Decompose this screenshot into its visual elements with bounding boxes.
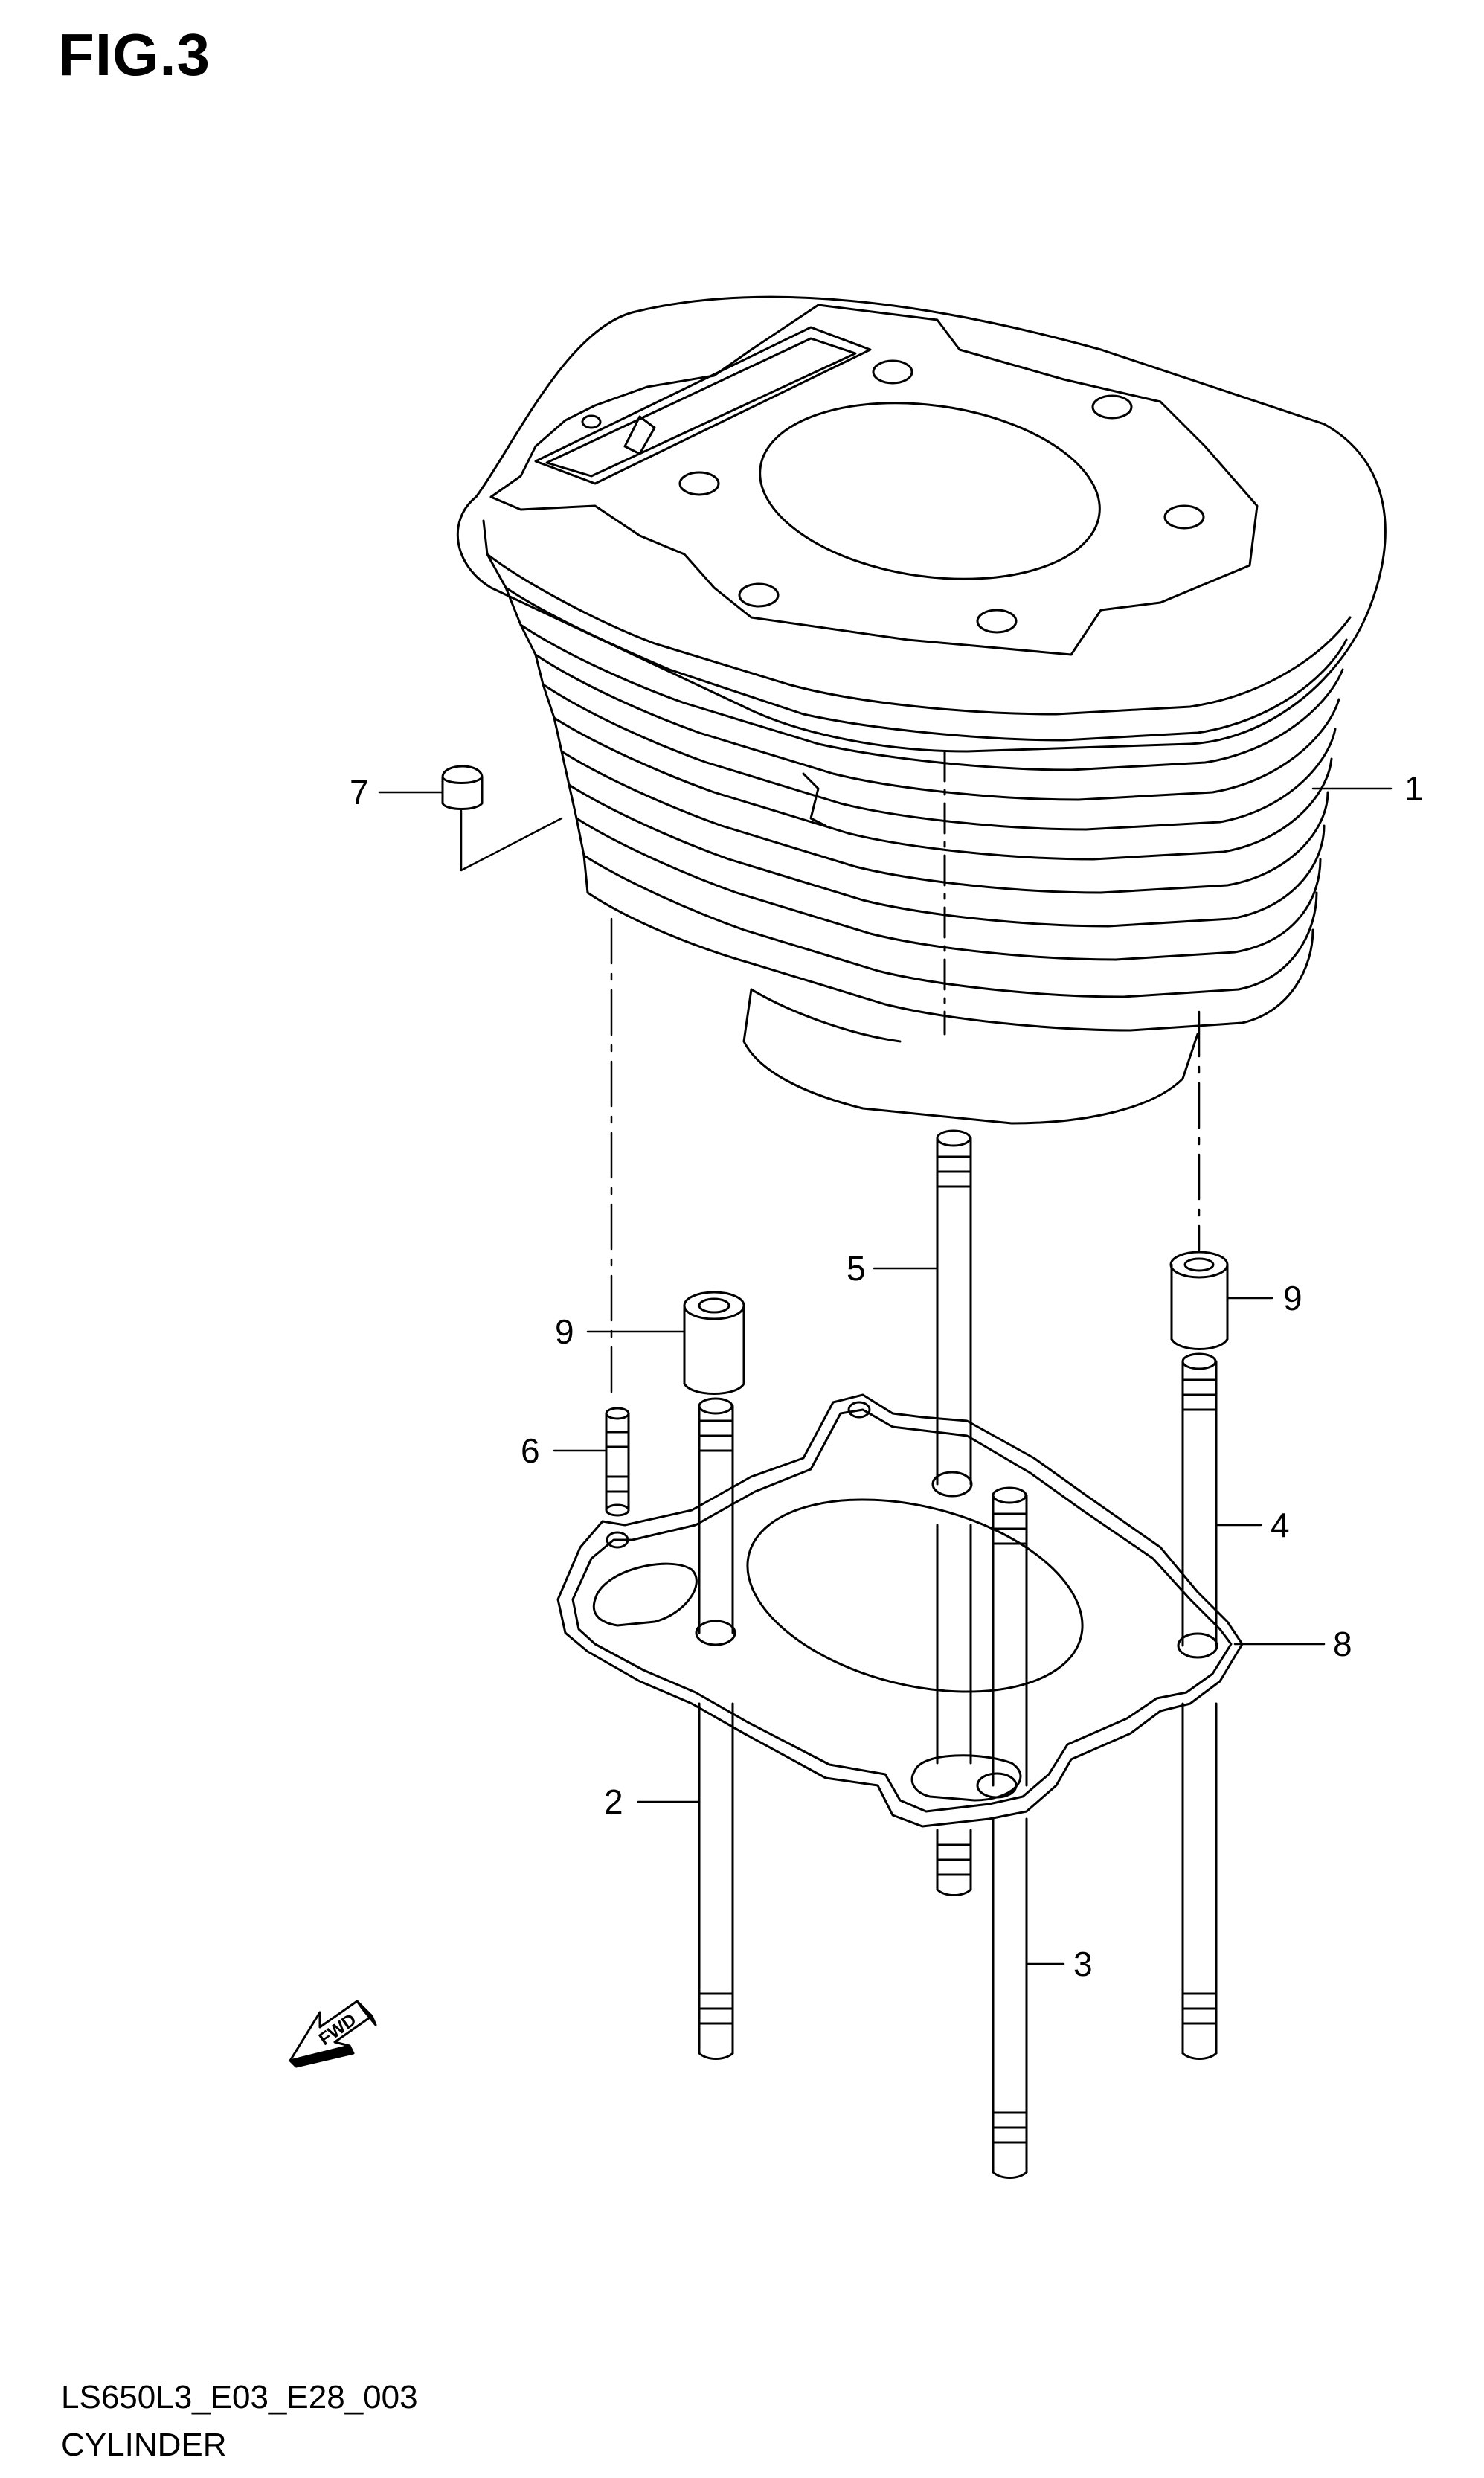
stud-bolt-part-3 [992, 1486, 1028, 2179]
callout-2: 2 [604, 1782, 623, 1821]
callout-leaders [378, 787, 1393, 1965]
cylinder-base-gasket-part [556, 1393, 1244, 1828]
cylinder-part [456, 295, 1387, 1125]
drawing-code: LS650L3_E03_E28_003 [61, 2379, 418, 2416]
callout-6: 6 [521, 1431, 540, 1470]
dowel-pin-part-6 [605, 1407, 630, 1517]
callout-9-right: 9 [1283, 1279, 1302, 1317]
assembly-guide-lines [460, 809, 1201, 1400]
callout-9-left: 9 [555, 1312, 574, 1351]
callout-8: 8 [1333, 1625, 1352, 1663]
forward-arrow-icon: FWD [289, 2000, 377, 2068]
figure-title: FIG.3 [58, 22, 211, 88]
callout-4: 4 [1271, 1506, 1290, 1544]
dowel-sleeve-part-9-right [1169, 1251, 1229, 1350]
callout-7: 7 [350, 773, 369, 812]
dowel-sleeve-part-9-left [683, 1291, 745, 1395]
stud-bolt-part-4 [1181, 1352, 1218, 2060]
callout-5: 5 [847, 1249, 866, 1288]
cap-part-7 [441, 765, 484, 810]
callout-1: 1 [1404, 769, 1424, 808]
callout-3: 3 [1073, 1945, 1093, 1983]
stud-bolt-part-5 [936, 1129, 972, 1896]
stud-bolt-part-2 [698, 1397, 734, 2060]
figure-name: CYLINDER [61, 2427, 227, 2463]
